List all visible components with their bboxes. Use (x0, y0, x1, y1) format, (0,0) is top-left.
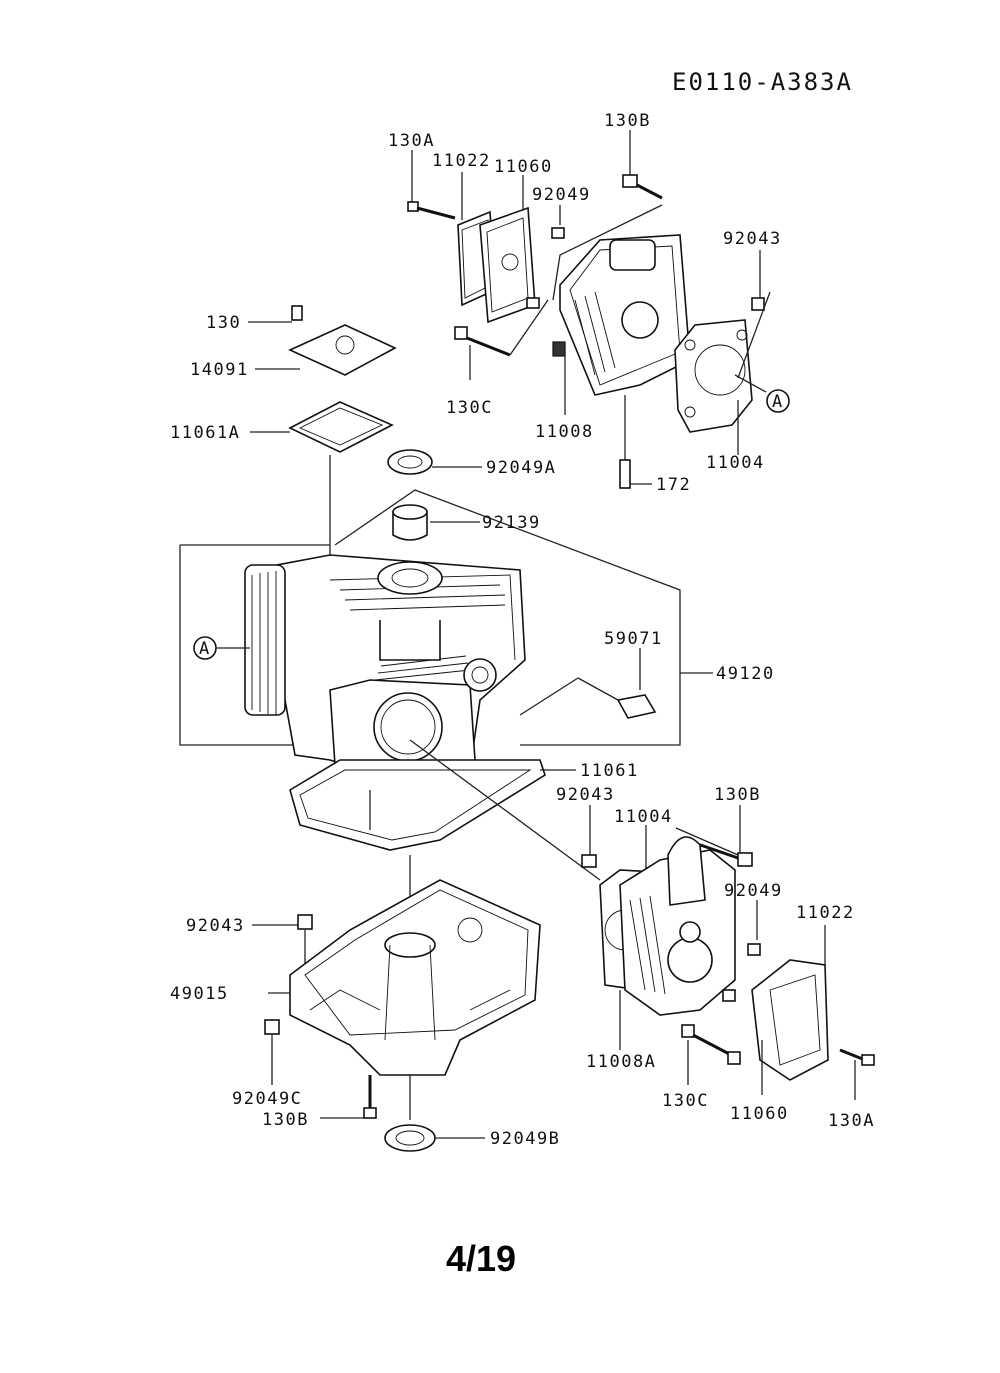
gasket-11061a (288, 401, 394, 453)
diagram-code: E0110-A383A (672, 68, 853, 96)
label-49015: 49015 (170, 984, 229, 1004)
label-92049b: 92049B (490, 1129, 560, 1149)
label-130b-mid: 130B (714, 785, 761, 805)
stud-172 (619, 395, 652, 489)
bushing-92139 (392, 504, 480, 541)
label-92043-top: 92043 (723, 229, 782, 249)
label-11008: 11008 (535, 422, 594, 442)
bolt-130b-top (552, 130, 663, 301)
label-14091: 14091 (190, 360, 249, 380)
label-11060-top: 11060 (494, 157, 553, 177)
label-92049-top: 92049 (532, 185, 591, 205)
dowel-92043-top (751, 250, 765, 311)
label-130a-top: 130A (388, 131, 435, 151)
label-92139: 92139 (482, 513, 541, 533)
head-assembly-top: A (407, 130, 790, 489)
nut-92049-top (526, 205, 565, 309)
label-92043-left: 92043 (186, 916, 245, 936)
page-number: 4/19 (446, 1238, 516, 1279)
cylinder-head-11008 (552, 234, 691, 415)
label-172: 172 (656, 475, 691, 495)
label-130b-bot: 130B (262, 1110, 309, 1130)
oil-pan-49015 (252, 855, 541, 1152)
label-130b-top: 130B (604, 111, 651, 131)
callout-a-left-label: A (199, 639, 211, 659)
label-11061: 11061 (580, 761, 639, 781)
label-11022-bot: 11022 (796, 903, 855, 923)
label-11004-top: 11004 (706, 453, 765, 473)
label-11061a: 11061A (170, 423, 240, 443)
label-49120: 49120 (716, 664, 775, 684)
head-assembly-bottom (369, 739, 875, 1100)
label-130c-bot: 130C (662, 1091, 709, 1111)
oil-seal-92049a (387, 449, 482, 475)
breather-cover-14091 (288, 324, 397, 376)
label-11004-mid: 11004 (614, 807, 673, 827)
label-11060-bot: 11060 (730, 1104, 789, 1124)
label-11008a: 11008A (586, 1052, 656, 1072)
label-59071: 59071 (604, 629, 663, 649)
label-92043-mid: 92043 (556, 785, 615, 805)
head-gasket-11004-top (674, 291, 771, 455)
gasket-11061 (289, 759, 576, 851)
plug-59071 (519, 648, 657, 719)
crankcase-49120: A (179, 449, 713, 851)
callout-a-top: A (766, 389, 790, 413)
label-130-left: 130 (206, 313, 241, 333)
bolt-130a-top (407, 150, 456, 220)
bolt-130c-top (454, 299, 549, 380)
label-130a-bot: 130A (828, 1111, 875, 1131)
label-92049c: 92049C (232, 1089, 302, 1109)
label-92049a: 92049A (486, 458, 556, 478)
label-130c-top: 130C (446, 398, 493, 418)
label-11022-top: 11022 (432, 151, 491, 171)
callout-a-top-label: A (772, 392, 784, 412)
breather-assembly (248, 305, 397, 600)
label-92049-mid: 92049 (724, 881, 783, 901)
